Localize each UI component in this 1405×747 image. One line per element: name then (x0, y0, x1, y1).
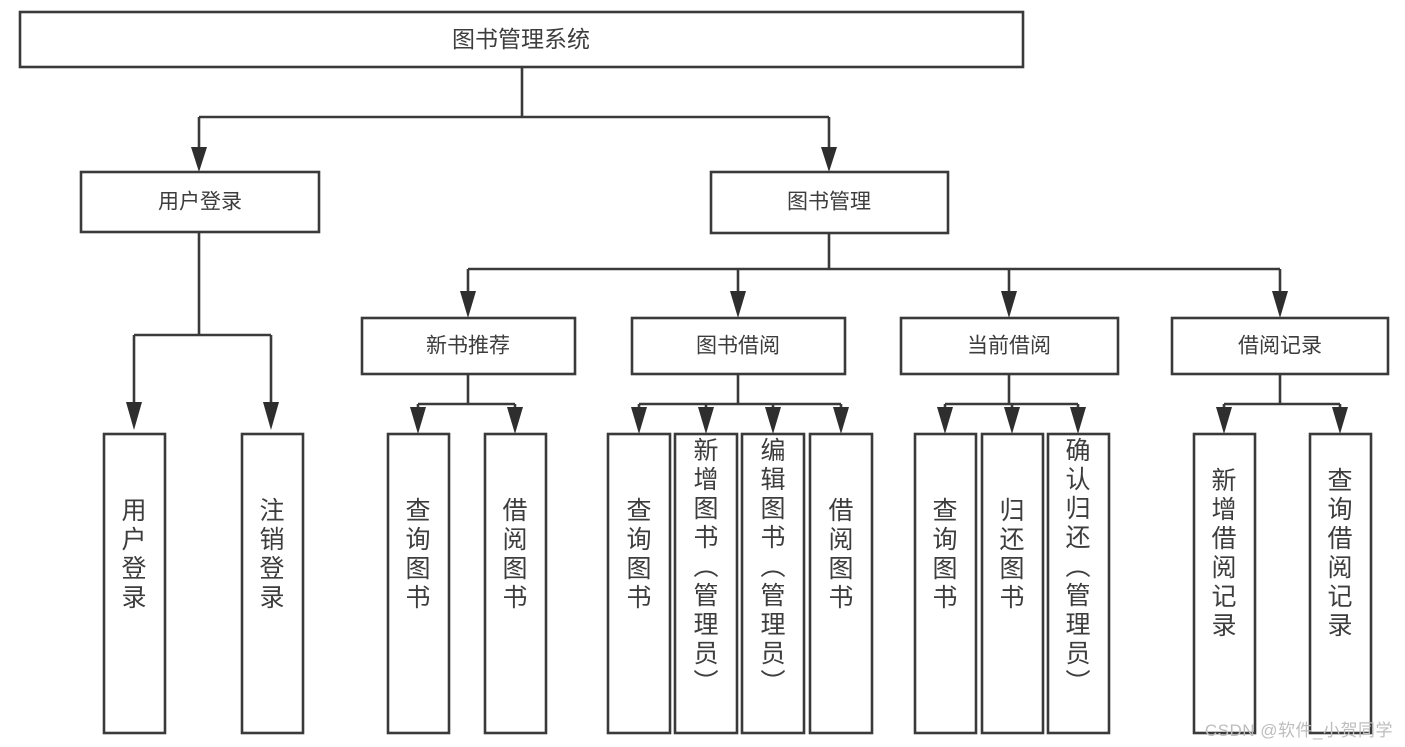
arrow-head-current-borrow (1001, 291, 1017, 318)
node-leaf-add-book[interactable]: 新增图书︵管理员︶ (673, 432, 739, 735)
arrow-head-leaf-query-record (1332, 407, 1348, 434)
node-leaf-query-record-box[interactable] (1308, 432, 1373, 735)
connector-group-current-borrow (937, 374, 1086, 434)
node-book-manage-label: 图书管理 (787, 191, 871, 214)
node-leaf-logout-login-box[interactable] (240, 432, 305, 735)
node-leaf-query-book-2-box[interactable] (606, 432, 672, 735)
node-current-borrow[interactable]: 当前借阅 (899, 316, 1120, 376)
node-leaf-query-book-1[interactable]: 查询图书 (386, 432, 451, 735)
arrow-head-leaf-q2 (631, 407, 647, 434)
csdn-watermark: CSDN @软件_小贺同学 (1204, 721, 1393, 740)
node-root-label: 图书管理系统 (452, 26, 590, 52)
node-leaf-add-record-label: 新增借阅记录 (1211, 467, 1236, 640)
arrow-head-leaf-user-login (126, 402, 142, 430)
node-leaf-user-login-box[interactable] (102, 432, 167, 735)
node-leaf-user-login[interactable]: 用户登录 (102, 432, 167, 735)
node-user-login[interactable]: 用户登录 (79, 170, 321, 234)
arrow-head-leaf-b1 (507, 407, 523, 434)
node-borrow-record-label: 借阅记录 (1238, 335, 1322, 358)
node-leaf-confirm-return-label: 确认归还︵管理员︶ (1065, 437, 1090, 697)
node-leaf-borrow-book-1[interactable]: 借阅图书 (483, 432, 548, 735)
node-new-book-recommend-label: 新书推荐 (426, 335, 510, 358)
node-leaf-query-record-label: 查询借阅记录 (1327, 467, 1352, 640)
arrow-head-leaf-return (1004, 407, 1020, 434)
node-leaf-edit-book-box[interactable] (740, 432, 806, 735)
node-leaf-borrow-book-1-label: 借阅图书 (502, 497, 527, 612)
node-root-box[interactable] (18, 10, 1025, 69)
node-leaf-query-book-2-label: 查询图书 (626, 497, 651, 612)
node-leaf-borrow-book-2-label: 借阅图书 (828, 497, 853, 612)
node-book-manage[interactable]: 图书管理 (709, 170, 950, 235)
arrow-head-book-borrow (730, 291, 746, 318)
connector-group-book-manage (460, 233, 1288, 318)
arrow-head-leaf-add-record (1216, 407, 1232, 434)
arrow-head-leaf-q1 (410, 407, 426, 434)
node-leaf-query-record[interactable]: 查询借阅记录 (1308, 432, 1373, 735)
node-current-borrow-label: 当前借阅 (967, 335, 1051, 358)
node-user-login-label: 用户登录 (158, 191, 242, 214)
node-root[interactable]: 图书管理系统 (18, 10, 1025, 69)
node-leaf-query-book-3-box[interactable] (913, 432, 978, 735)
arrow-head-user-login (191, 147, 207, 172)
node-leaf-return-book[interactable]: 归还图书 (980, 432, 1045, 735)
node-leaf-add-book-box[interactable] (673, 432, 739, 735)
node-leaf-query-book-1-label: 查询图书 (405, 497, 430, 612)
node-leaf-return-book-label: 归还图书 (999, 497, 1024, 612)
node-leaf-edit-book-label: 编辑图书︵管理员︶ (760, 437, 785, 697)
node-leaf-add-record[interactable]: 新增借阅记录 (1192, 432, 1257, 735)
connector-group-user-login (126, 232, 279, 430)
arrow-head-leaf-confirm (1070, 407, 1086, 434)
node-leaf-user-login-label: 用户登录 (121, 497, 146, 612)
node-current-borrow-box[interactable] (899, 316, 1120, 376)
node-new-book-recommend-box[interactable] (360, 316, 577, 376)
connector-group-book-borrow (631, 374, 849, 434)
node-leaf-logout-login[interactable]: 注销登录 (240, 432, 305, 735)
arrow-head-leaf-b2 (833, 407, 849, 434)
node-leaf-borrow-book-2[interactable]: 借阅图书 (808, 432, 874, 735)
arrow-head-leaf-add-book (698, 407, 714, 434)
node-leaf-confirm-return-box[interactable] (1046, 432, 1111, 735)
node-borrow-record-box[interactable] (1170, 316, 1390, 376)
node-book-borrow[interactable]: 图书借阅 (630, 316, 847, 376)
node-book-borrow-label: 图书借阅 (696, 335, 780, 358)
node-leaf-query-book-1-box[interactable] (386, 432, 451, 735)
node-leaf-add-book-label: 新增图书︵管理员︶ (693, 437, 718, 697)
connector-group-new-book (410, 374, 523, 434)
node-book-manage-box[interactable] (709, 170, 950, 235)
node-borrow-record[interactable]: 借阅记录 (1170, 316, 1390, 376)
arrow-head-leaf-edit-book (765, 407, 781, 434)
connector-group-root (191, 67, 837, 172)
node-leaf-query-book-3-label: 查询图书 (932, 497, 957, 612)
node-leaf-logout-login-label: 注销登录 (259, 497, 284, 612)
arrow-head-leaf-q3 (937, 407, 953, 434)
node-leaf-query-book-2[interactable]: 查询图书 (606, 432, 672, 735)
arrow-head-leaf-logout (263, 402, 279, 430)
node-leaf-borrow-book-1-box[interactable] (483, 432, 548, 735)
node-leaf-query-book-3[interactable]: 查询图书 (913, 432, 978, 735)
node-leaf-edit-book[interactable]: 编辑图书︵管理员︶ (740, 432, 806, 735)
node-leaf-return-book-box[interactable] (980, 432, 1045, 735)
node-leaf-add-record-box[interactable] (1192, 432, 1257, 735)
node-leaf-confirm-return[interactable]: 确认归还︵管理员︶ (1046, 432, 1111, 735)
arrow-head-book-manage (821, 147, 837, 172)
node-user-login-box[interactable] (79, 170, 321, 234)
connector-group-borrow-record (1216, 374, 1348, 434)
node-leaf-borrow-book-2-box[interactable] (808, 432, 874, 735)
node-book-borrow-box[interactable] (630, 316, 847, 376)
arrow-head-new-book (460, 291, 476, 318)
arrow-head-borrow-record (1272, 291, 1288, 318)
node-new-book-recommend[interactable]: 新书推荐 (360, 316, 577, 376)
